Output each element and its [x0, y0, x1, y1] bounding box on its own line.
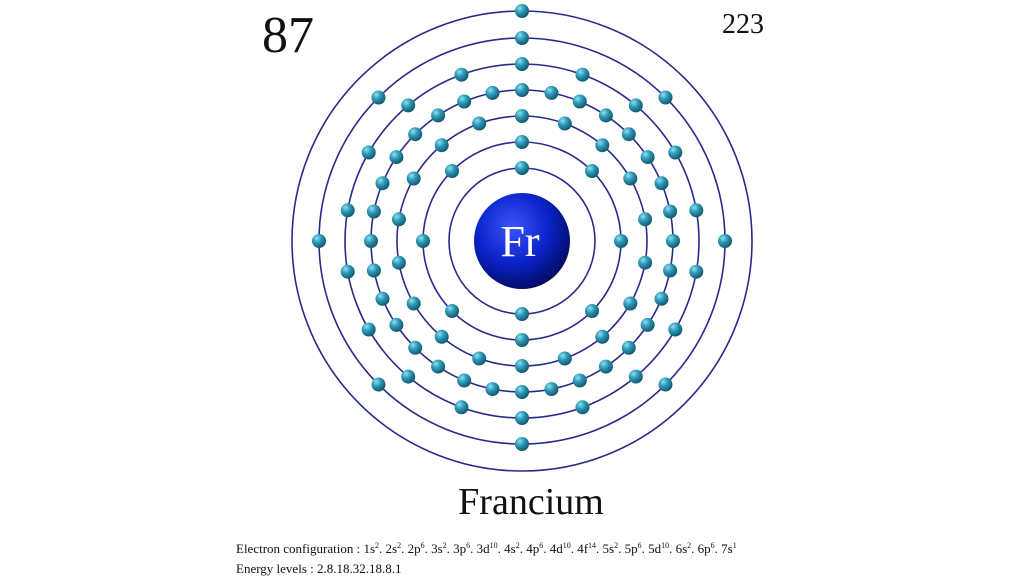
element-symbol: Fr: [500, 217, 539, 266]
element-name: Francium: [458, 481, 604, 523]
electron-configuration: Electron configuration : 1s2. 2s2. 2p6. …: [236, 541, 737, 557]
atomic-mass: 223: [722, 9, 764, 40]
nucleus: [474, 193, 570, 289]
electrons: [312, 4, 732, 451]
electron-configuration-label: Electron configuration :: [236, 541, 364, 556]
electron-configuration-orbitals: 1s2. 2s2. 2p6. 3s2. 3p6. 3d10. 4s2. 4p6.…: [363, 541, 737, 556]
energy-levels: Energy levels : 2.8.18.32.18.8.1: [236, 561, 402, 576]
atomic-number: 87: [262, 7, 314, 64]
